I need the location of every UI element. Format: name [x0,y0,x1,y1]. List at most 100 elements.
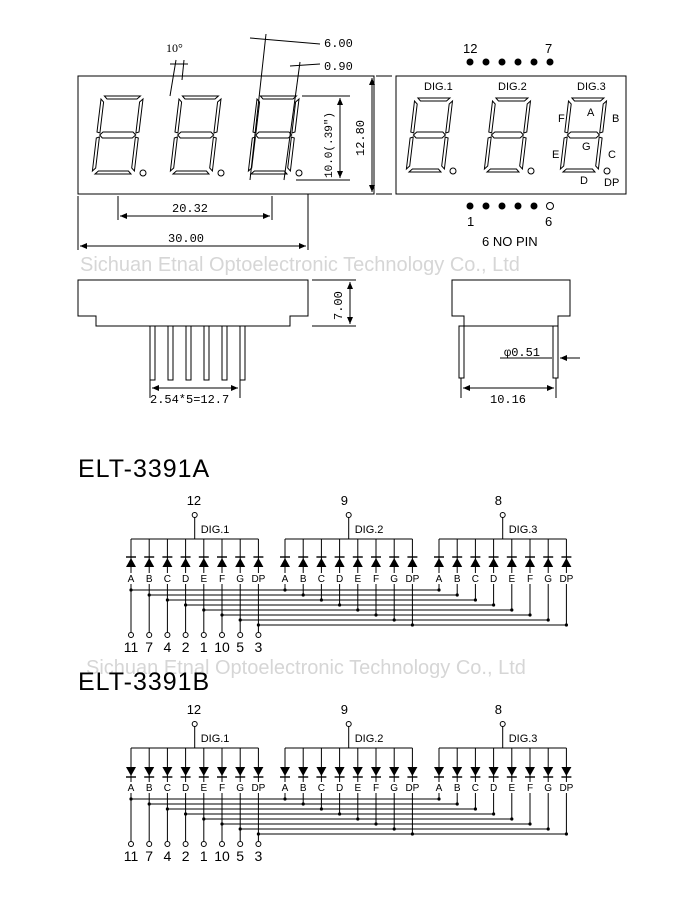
led-diode-3-f [525,558,535,567]
segment-pin-number-3: 2 [182,639,190,655]
led-diode-2-c [316,767,327,776]
led-diode-3-f [525,767,535,776]
segment-pin-0 [128,632,134,638]
pin-dot-bottom-1 [466,202,474,210]
label-bg-3-2 [470,573,481,584]
segment-label-1-b: B [146,574,153,585]
segment-label-1-f: F [219,574,225,585]
front-digit-3-seg-g [255,131,293,139]
segment-label-3-b: B [454,783,461,794]
segment-label-2-d: D [336,783,343,794]
segment-pin-number-5: 10 [214,848,230,864]
common-pin-1 [191,721,198,727]
digit-label-1: DIG.1 [201,733,230,745]
pin-dot-bottom-5 [530,202,538,210]
led-diode-1-f [217,767,227,776]
front-digit-1-seg-f [96,97,105,134]
segment-pin-number-7: 3 [255,639,263,655]
dim-depth: 7.00 [332,291,346,320]
segment-label-2-dp: DP [405,574,419,585]
segment-label-3-a: A [436,783,443,794]
pin-dot-top-1 [466,58,474,66]
seg-label-g: G [582,141,591,153]
bus-junction-3-6 [546,827,550,831]
side-pin-5 [221,325,228,381]
led-diode-3-c [470,767,481,776]
led-diode-2-f [371,558,381,567]
seg-label-d: D [580,175,588,187]
dim-seg-width: 6.00 [324,37,353,51]
seg-label-b: B [612,113,619,125]
segment-pin-3 [182,632,189,638]
led-diode-3-e [506,558,517,567]
led-diode-2-a [280,767,290,776]
watermark-bottom: Sichuan Etnal Optoelectronic Technology … [86,657,526,679]
segment-label-2-d: D [336,574,343,585]
label-bg-2-5 [371,573,381,584]
segment-pin-number-2: 4 [164,848,172,864]
common-pin-1 [191,512,198,518]
label-bg-2-5 [371,782,381,793]
led-diode-2-b [298,767,309,776]
pin-digit-2-seg-b [523,99,532,134]
segment-label-3-c: C [472,783,479,794]
led-diode-3-g [543,767,554,776]
digit-label-1: DIG.1 [201,524,230,536]
segment-label-3-d: D [490,783,497,794]
led-diode-3-a [434,558,444,567]
led-diode-2-dp [407,558,418,567]
pin-dot-bottom-4 [514,202,522,210]
segment-label-2-dp: DP [405,783,419,794]
pin-digit-3 [559,97,611,175]
segment-label-1-e: E [200,783,207,794]
label-bg-1-7 [253,573,264,584]
label-bg-2-6 [389,782,400,793]
pin-digit-3-seg-a [570,97,606,102]
segment-label-3-g: G [544,783,552,794]
segment-pin-7 [255,632,262,638]
led-diode-2-g [389,558,400,567]
segment-label-3-c: C [472,574,479,585]
digit-label-2: DIG.2 [355,524,384,536]
segment-label-3-g: G [544,574,552,585]
segment-pin-2 [164,841,171,847]
dim-body-width: 30.00 [168,232,204,246]
side-pin-6 [239,325,246,381]
front-digit-3-dp [295,169,303,177]
segment-label-2-g: G [390,574,398,585]
pin-digit-1 [405,97,457,175]
side-pin-1 [149,325,156,381]
led-diode-3-b [452,767,463,776]
dim-angle: 10° [166,41,183,55]
label-bg-3-1 [452,573,463,584]
label-bg-2-7 [407,782,418,793]
led-diode-1-c [162,767,173,776]
segment-label-1-d: D [182,783,189,794]
pin-digit-1-seg-b [445,99,454,134]
led-diode-2-e [352,558,363,567]
segment-label-1-a: A [128,783,135,794]
led-diode-1-e [198,558,209,567]
pin-digit-3-seg-c [595,136,603,171]
label-bg-2-0 [280,782,290,793]
led-diode-1-dp [253,558,264,567]
segment-label-2-b: B [300,574,307,585]
led-diode-2-d [334,558,345,567]
common-pin-3 [499,721,506,727]
segment-label-2-g: G [390,783,398,794]
segment-label-1-c: C [164,783,171,794]
pin-dot-top-3 [498,58,506,66]
segment-pin-number-5: 10 [214,639,230,655]
label-bg-3-0 [434,782,444,793]
led-diode-2-d [334,767,345,776]
common-pin-number-1: 12 [187,493,201,508]
side-pin-4 [203,325,210,381]
led-diode-2-a [280,558,290,567]
seg-label-dp: DP [604,177,619,189]
common-pin-2 [345,721,352,727]
common-pin-number-2: 9 [341,702,348,717]
segment-pin-5 [219,632,225,638]
pin-dots-top [466,58,554,66]
pin-digit-1-seg-g [412,131,447,139]
label-bg-2-2 [316,573,327,584]
